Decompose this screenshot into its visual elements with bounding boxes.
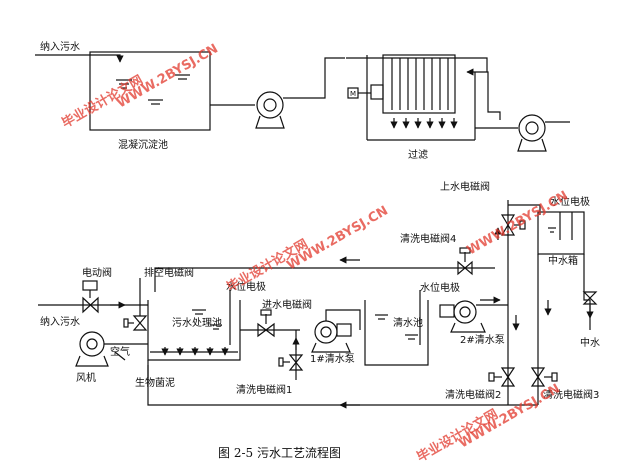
- watermark-url-right: WWW.2BYSJ.CN: [465, 188, 571, 258]
- blower-icon: [75, 331, 148, 367]
- pump-1-label: 1#清水泵: [310, 352, 355, 365]
- motor-symbol: M: [350, 90, 356, 98]
- level-electrode-mid-label: 水位电极: [420, 281, 460, 294]
- inlet-top-label: 纳入污水: [40, 40, 80, 53]
- top-right-pump-icon: [517, 114, 570, 152]
- inlet-valve-icon: [257, 309, 275, 338]
- pump-2-label: 2#清水泵: [460, 333, 505, 346]
- air-label: 空气: [110, 345, 130, 358]
- reclaimed-valve-icon: [582, 291, 598, 305]
- filter-flow-arrows: [390, 118, 458, 129]
- filter-unit: [347, 54, 476, 141]
- drain-valve-icon: [123, 315, 148, 331]
- wash-valve-2-icon: [488, 367, 516, 387]
- coag-tank-box: [89, 51, 211, 131]
- wash-valve-3-label: 清洗电磁阀3: [543, 388, 599, 401]
- wash-valve-2-label: 清洗电磁阀2: [445, 388, 501, 401]
- wash-valve-4-label: 清洗电磁阀4: [400, 232, 456, 245]
- coag-tank-label: 混凝沉淀池: [118, 138, 168, 151]
- clear-tank-box: [364, 300, 429, 366]
- blower-label: 风机: [76, 371, 96, 384]
- upper-valve-label: 上水电磁阀: [440, 180, 490, 193]
- wash4-return-pipe: [154, 267, 495, 292]
- electric-valve-label: 电动阀: [82, 266, 112, 279]
- inlet-valve-label: 进水电磁阀: [262, 298, 312, 311]
- inlet-bottom-label: 纳入污水: [40, 315, 80, 328]
- mid-tank-box: [537, 211, 585, 255]
- treatment-water-marks: [192, 309, 222, 330]
- pump-return-pipe: [466, 68, 501, 120]
- figure-caption: 图 2-5 污水工艺流程图: [218, 445, 341, 460]
- treatment-tank-box: [147, 300, 241, 361]
- upper-valve-icon: [500, 214, 526, 236]
- biofilm-label: 生物菌泥: [135, 376, 175, 389]
- wash-valve-4-icon: [457, 247, 473, 276]
- electric-valve-icon: [82, 280, 99, 314]
- wash-valve-1-icon: [278, 330, 304, 380]
- drain-valve-label: 排空电磁阀: [144, 266, 194, 279]
- reclaimed-label: 中水: [580, 336, 600, 349]
- filter-top-pipe: [346, 57, 488, 72]
- filter-label: 过滤: [408, 148, 428, 161]
- mid-tank-label: 中水箱: [548, 254, 578, 267]
- coag-water-marks: [116, 74, 190, 105]
- wash-valve-1-label: 清洗电磁阀1: [236, 383, 292, 396]
- pump-to-filter-pipe: [290, 57, 345, 99]
- level-electrode-left-label: 水位电极: [226, 280, 266, 293]
- level-electrode-right-label: 水位电极: [550, 195, 590, 208]
- clear-tank-label: 清水池: [393, 316, 423, 329]
- treat-tank-label: 污水处理池: [172, 316, 222, 329]
- inlet-top-pipe: [35, 54, 124, 63]
- pump-1-icon: [311, 320, 352, 353]
- top-pump-icon: [255, 91, 290, 129]
- watermarks: 毕业设计论文网 WWW.2BYSJ.CN 毕业设计论文网 WWW.2BYSJ.C…: [59, 41, 571, 465]
- aeration-arrows: [161, 347, 229, 356]
- air-pointer: [114, 351, 126, 361]
- pump1-outlet-pipe: [325, 309, 361, 330]
- wash-valve-3-icon: [530, 367, 558, 387]
- pump-2-icon: [439, 300, 486, 333]
